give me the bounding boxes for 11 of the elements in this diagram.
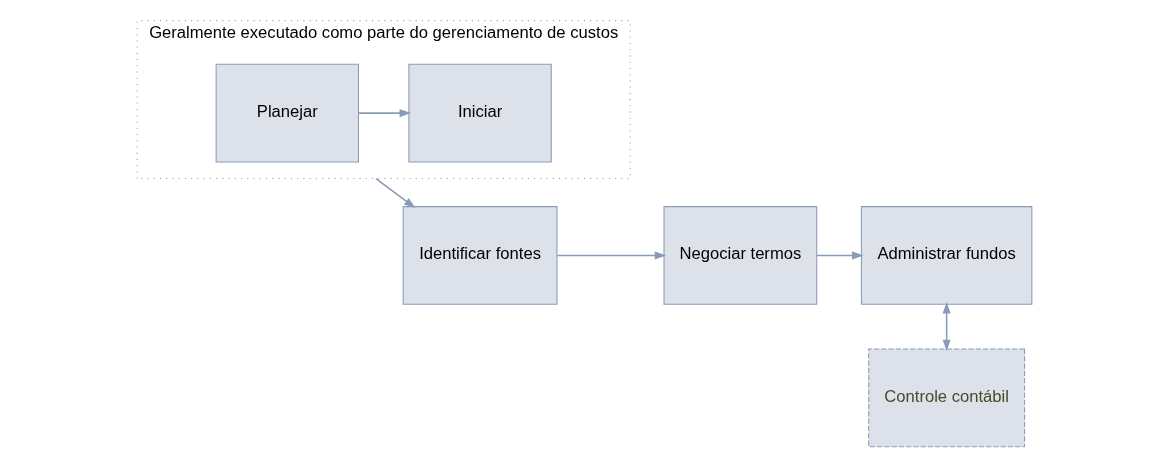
node-box: Identificar fontes xyxy=(402,206,558,305)
node-box: Negociar termos xyxy=(663,206,818,305)
node-box: Controle contábil xyxy=(868,348,1026,448)
node-box: Administrar fundos xyxy=(860,206,1033,305)
arrow xyxy=(556,251,667,260)
arrow xyxy=(375,177,416,209)
node-box: Planejar xyxy=(215,63,359,163)
node-box: Iniciar xyxy=(408,63,552,163)
arrow xyxy=(942,302,951,352)
arrow xyxy=(357,109,412,118)
arrow xyxy=(816,251,864,260)
